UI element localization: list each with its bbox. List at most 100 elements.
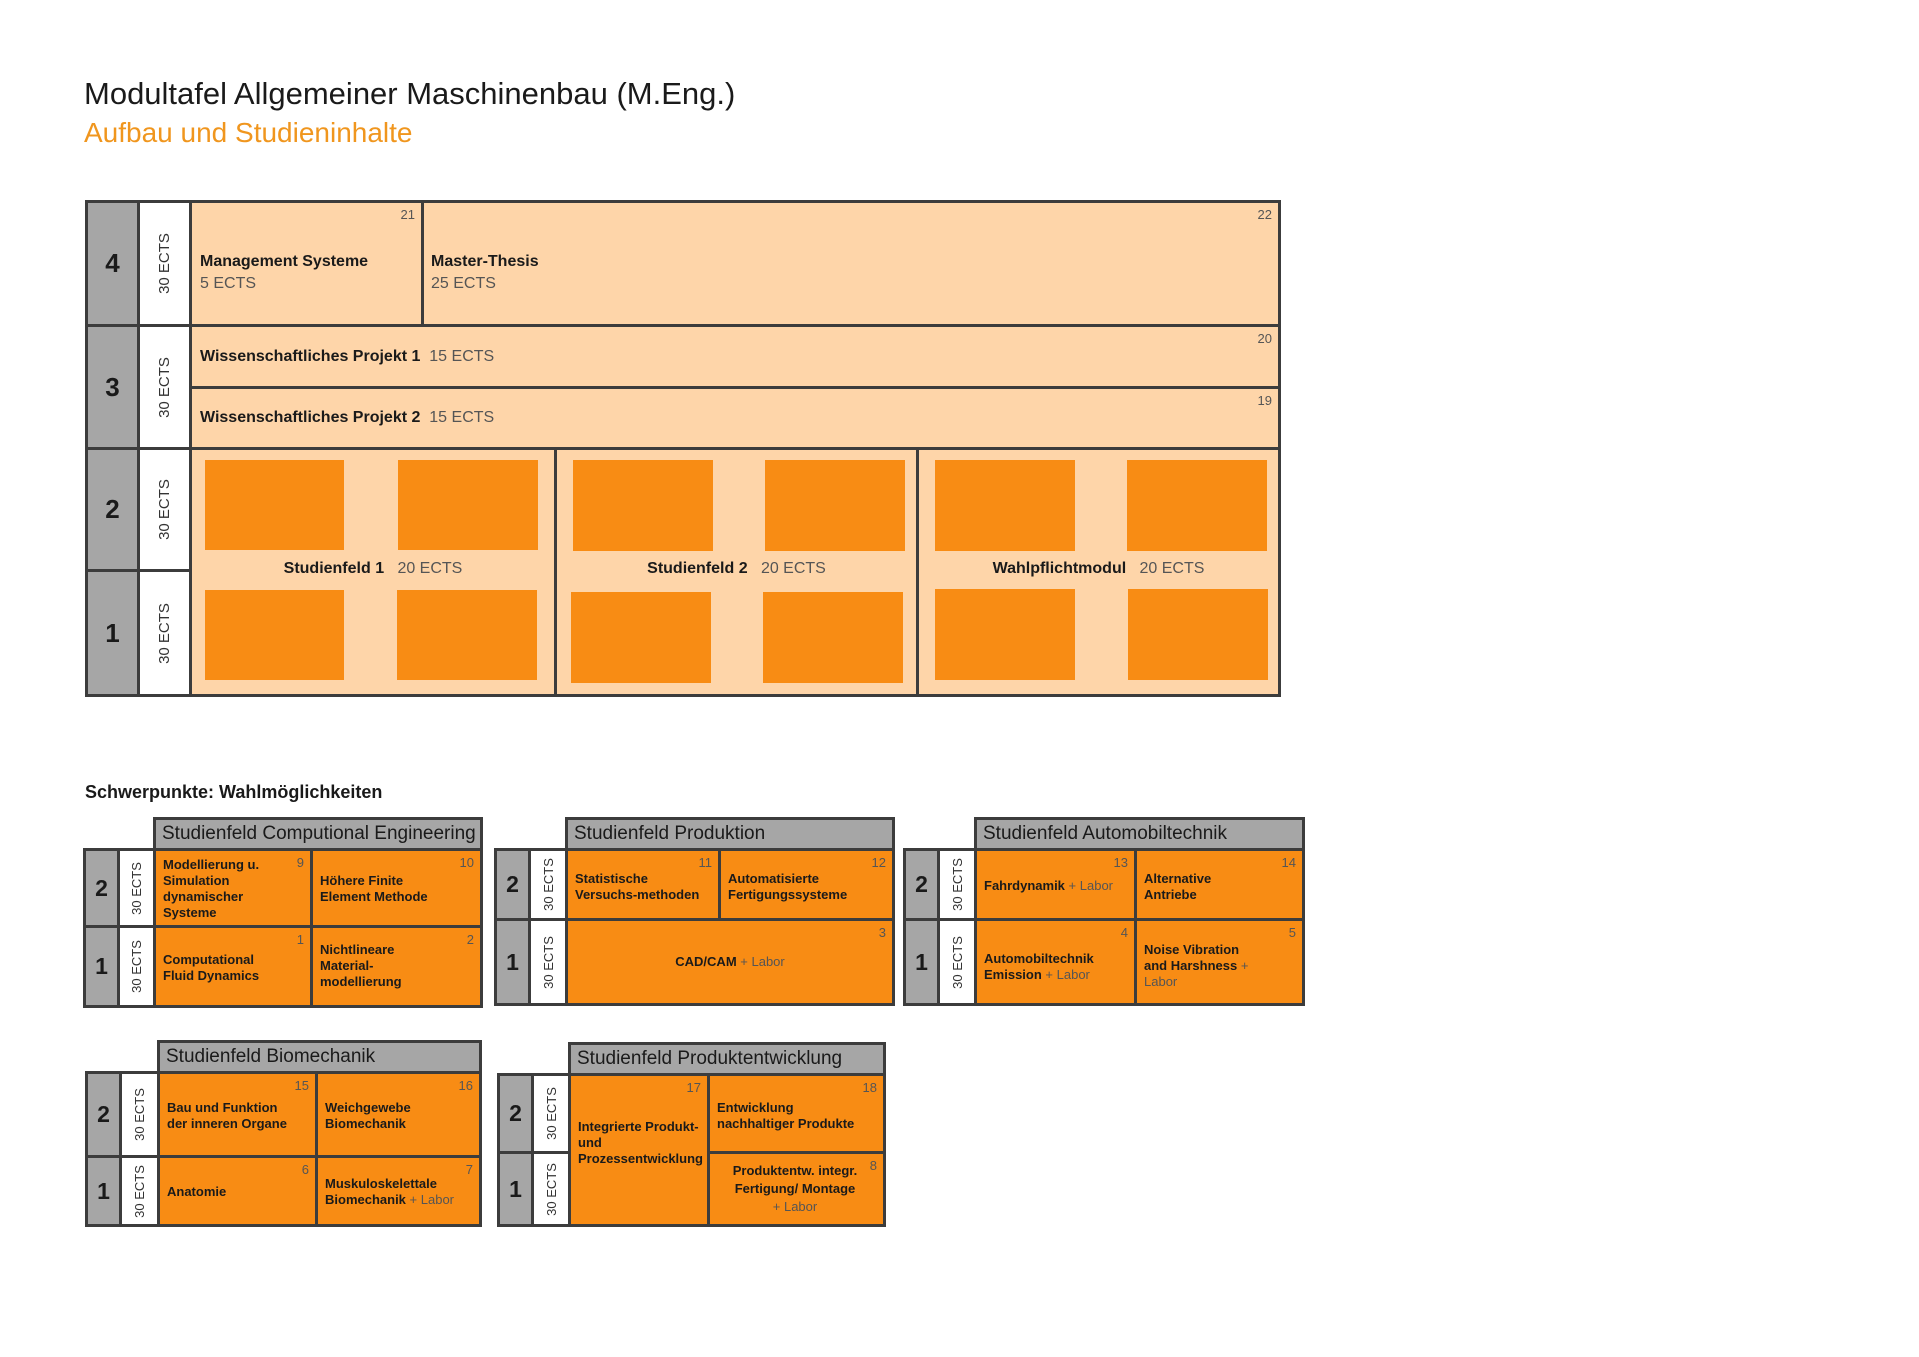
- semester-2: 2: [85, 1071, 122, 1158]
- module-9[interactable]: 9 Modellierung u. Simulation dynamischer…: [153, 848, 313, 928]
- module-name: Noise Vibration and Harshness: [1144, 942, 1240, 973]
- ects-cell: 30 ECTS: [117, 925, 156, 1008]
- module-7[interactable]: 7 Muskuloskelettale Biomechanik + Labor: [315, 1155, 482, 1227]
- module-11[interactable]: 11 Statistische Versuchs-methoden: [565, 848, 721, 921]
- module-number: 4: [1120, 925, 1128, 940]
- ects-label: 30 ECTS: [156, 479, 174, 540]
- module-number: 17: [686, 1080, 701, 1095]
- module-number: 9: [296, 855, 304, 870]
- module-ects: 15 ECTS: [429, 409, 495, 426]
- ects-cell-4: 30 ECTS: [137, 200, 192, 327]
- module-number: 11: [698, 855, 713, 870]
- ects-label: 30 ECTS: [540, 935, 556, 989]
- module-wiss-projekt-1[interactable]: 20 Wissenschaftliches Projekt 1 15 ECTS: [189, 324, 1281, 389]
- module-12[interactable]: 12 Automatisierte Fertigungssysteme: [718, 848, 895, 921]
- page-subtitle: Aufbau und Studieninhalte: [84, 117, 413, 148]
- labor-tag: + Labor: [1144, 958, 1249, 989]
- ects-cell: 30 ECTS: [937, 918, 977, 1006]
- module-number: 5: [1288, 925, 1296, 940]
- module-1[interactable]: 1 Computational Fluid Dynamics: [153, 925, 313, 1008]
- module-name: Automobiltechnik Emission: [984, 951, 1094, 982]
- ects-cell-3: 30 ECTS: [137, 324, 192, 450]
- module-3[interactable]: 3 CAD/CAM + Labor: [565, 918, 895, 1006]
- module-2[interactable]: 2 Nichtlineare Material-modellierung: [310, 925, 483, 1008]
- module-ects: 15 ECTS: [429, 348, 495, 365]
- studienfeld-title: Studienfeld Automobiltechnik: [974, 817, 1305, 851]
- ects-cell: 30 ECTS: [119, 1155, 160, 1227]
- ects-cell: 30 ECTS: [531, 1073, 571, 1154]
- module-number: 16: [458, 1078, 473, 1093]
- module-6[interactable]: 6 Anatomie: [157, 1155, 318, 1227]
- module-number: 6: [301, 1162, 309, 1177]
- module-5[interactable]: 5 Noise Vibration and Harshness + Labor: [1134, 918, 1305, 1006]
- field-slot: [398, 460, 538, 550]
- semester-3: 3: [85, 324, 140, 450]
- module-name: Wissenschaftliches Projekt 1: [200, 348, 421, 365]
- ects-label: 30 ECTS: [132, 1164, 147, 1218]
- semester-2: 2: [83, 848, 120, 928]
- module-14[interactable]: 14 Alternative Antriebe: [1134, 848, 1305, 921]
- semester-1: 1: [494, 918, 531, 1006]
- ects-cell-2: 30 ECTS: [137, 447, 192, 572]
- ects-label: 30 ECTS: [156, 233, 174, 294]
- ects-label: 30 ECTS: [949, 858, 965, 911]
- module-number: 2: [466, 932, 474, 947]
- ects-cell: 30 ECTS: [531, 1151, 571, 1227]
- module-name: Management Systeme: [200, 253, 369, 270]
- module-number: 12: [871, 855, 886, 870]
- module-name: Anatomie: [167, 1184, 227, 1199]
- field-ects: 20 ECTS: [760, 560, 826, 577]
- module-name: Nichtlineare Material-modellierung: [320, 942, 402, 989]
- module-name: Master-Thesis: [431, 253, 539, 270]
- studienfeld-title: Studienfeld Biomechanik: [157, 1040, 482, 1074]
- module-ects: 5 ECTS: [200, 275, 257, 292]
- module-name: Computational Fluid Dynamics: [163, 952, 260, 983]
- module-16[interactable]: 16 Weichgewebe Biomechanik: [315, 1071, 482, 1158]
- module-name: Bau und Funktion der inneren Organe: [167, 1100, 287, 1131]
- module-15[interactable]: 15 Bau und Funktion der inneren Organe: [157, 1071, 318, 1158]
- module-management-systeme[interactable]: 21 Management Systeme 5 ECTS: [189, 200, 424, 327]
- field-ects: 20 ECTS: [397, 560, 463, 577]
- module-name: CAD/CAM: [675, 954, 737, 969]
- field-studienfeld-2[interactable]: Studienfeld 2 20 ECTS: [554, 447, 919, 697]
- module-number: 1: [296, 932, 304, 947]
- module-name: Produktentw. integr. Fertigung/ Montage: [732, 1163, 858, 1196]
- module-10[interactable]: 10 Höhere Finite Element Methode: [310, 848, 483, 928]
- field-slot: [573, 460, 713, 551]
- field-slot: [397, 590, 537, 680]
- page-title: Modultafel Allgemeiner Maschinenbau (M.E…: [84, 76, 736, 111]
- ects-cell: 30 ECTS: [119, 1071, 160, 1158]
- module-number: 20: [1257, 331, 1272, 346]
- module-master-thesis[interactable]: 22 Master-Thesis 25 ECTS: [421, 200, 1281, 327]
- ects-cell: 30 ECTS: [528, 918, 568, 1006]
- studienfeld-title: Studienfeld Computional Engineering: [153, 817, 483, 851]
- module-number: 7: [465, 1162, 473, 1177]
- module-number: 18: [862, 1080, 877, 1095]
- module-13[interactable]: 13 Fahrdynamik + Labor: [974, 848, 1137, 921]
- module-4[interactable]: 4 Automobiltechnik Emission + Labor: [974, 918, 1137, 1006]
- module-17[interactable]: 17 Integrierte Produkt- und Prozessentwi…: [568, 1073, 710, 1227]
- field-studienfeld-1[interactable]: Studienfeld 1 20 ECTS: [189, 447, 557, 697]
- ects-cell: 30 ECTS: [528, 848, 568, 921]
- module-18[interactable]: 18 Entwicklung nachhaltiger Produkte: [707, 1073, 886, 1154]
- ects-label: 30 ECTS: [129, 861, 144, 915]
- module-wiss-projekt-2[interactable]: 19 Wissenschaftliches Projekt 2 15 ECTS: [189, 386, 1281, 450]
- field-slot: [1127, 460, 1267, 551]
- module-8[interactable]: 8 Produktentw. integr. Fertigung/ Montag…: [707, 1151, 886, 1227]
- ects-label: 30 ECTS: [156, 356, 174, 418]
- field-wahlpflichtmodul[interactable]: Wahlpflichtmodul 20 ECTS: [916, 447, 1281, 697]
- semester-2: 2: [494, 848, 531, 921]
- studienfeld-title: Studienfeld Produktentwicklung: [568, 1042, 886, 1076]
- semester-2: 2: [85, 447, 140, 572]
- field-slot: [205, 590, 344, 680]
- semester-1: 1: [903, 918, 940, 1006]
- field-slot: [765, 460, 905, 551]
- module-number: 14: [1281, 855, 1296, 870]
- module-name: Integrierte Produkt- und Prozessentwickl…: [578, 1119, 703, 1166]
- module-name: Entwicklung nachhaltiger Produkte: [717, 1100, 855, 1131]
- field-name: Studienfeld 2: [647, 560, 748, 577]
- module-number: 10: [459, 855, 474, 870]
- field-name: Studienfeld 1: [283, 560, 385, 577]
- module-number: 8: [869, 1158, 877, 1173]
- module-name: Fahrdynamik: [984, 878, 1065, 893]
